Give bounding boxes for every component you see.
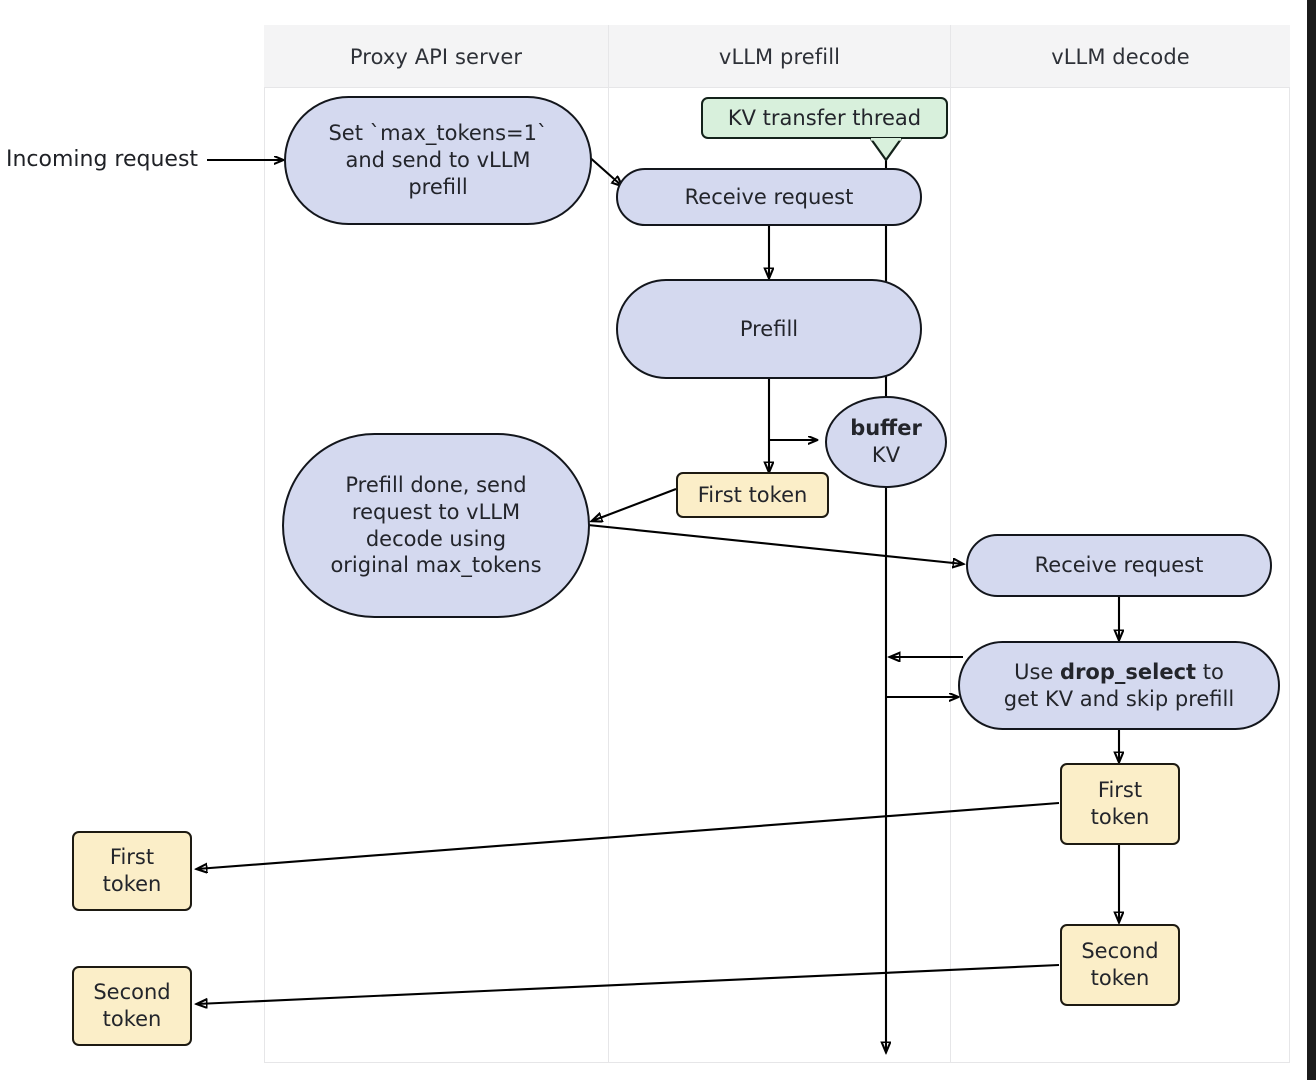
incoming-request-label: Incoming request xyxy=(6,147,199,172)
node-decode-first-token[interactable]: First token xyxy=(1060,763,1180,845)
node-buffer-kv-title: buffer xyxy=(850,416,922,441)
node-drop-select-line1: Use drop_select to xyxy=(1004,659,1234,686)
node-decode-receive-request[interactable]: Receive request xyxy=(966,534,1272,597)
node-buffer-kv-subtitle: KV xyxy=(871,443,901,467)
image-edge-strip xyxy=(1307,0,1316,1080)
node-drop-select-keyword: drop_select xyxy=(1060,659,1197,684)
node-decode-second-token-line1: Second xyxy=(1081,939,1159,964)
lane-header-decode: vLLM decode xyxy=(1051,45,1190,69)
node-prefill[interactable]: Prefill xyxy=(616,279,922,379)
node-kv-transfer-thread-label: KV transfer thread xyxy=(727,105,922,130)
lane-header-prefill: vLLM prefill xyxy=(718,45,841,69)
node-kv-transfer-thread[interactable]: KV transfer thread xyxy=(701,97,948,139)
node-prefill-done[interactable]: Prefill done, send request to vLLM decod… xyxy=(282,433,590,618)
node-output-first-token-line1: First xyxy=(109,845,155,870)
lane-header-proxy: Proxy API server xyxy=(349,45,523,69)
node-set-max-tokens-line1: Set `max_tokens=1` xyxy=(328,121,548,146)
node-buffer-kv[interactable]: buffer KV xyxy=(825,396,947,488)
node-decode-first-token-line2: token xyxy=(1090,805,1150,829)
node-drop-select-suffix: to xyxy=(1196,659,1224,684)
node-prefill-done-line1: Prefill done, send xyxy=(345,472,527,497)
node-set-max-tokens[interactable]: Set `max_tokens=1` and send to vLLM pref… xyxy=(284,96,592,225)
node-output-second-token-line1: Second xyxy=(93,980,171,1005)
node-set-max-tokens-line2: and send to vLLM xyxy=(345,148,531,173)
node-output-first-token[interactable]: First token xyxy=(72,831,192,911)
node-prefill-done-line2: request to vLLM xyxy=(351,499,521,524)
node-decode-second-token[interactable]: Second token xyxy=(1060,924,1180,1006)
node-prefill-receive-request-label: Receive request xyxy=(684,184,854,209)
node-decode-second-token-line2: token xyxy=(1090,966,1150,990)
node-decode-first-token-line1: First xyxy=(1097,778,1143,803)
node-set-max-tokens-line3: prefill xyxy=(408,174,468,199)
node-decode-receive-request-label: Receive request xyxy=(1034,553,1204,578)
node-drop-select-prefix: Use xyxy=(1014,659,1061,684)
node-prefill-first-token-label: First token xyxy=(697,482,808,507)
node-output-second-token-line2: token xyxy=(102,1007,162,1031)
node-drop-select[interactable]: Use drop_select to get KV and skip prefi… xyxy=(958,641,1280,730)
node-prefill-done-line4: original max_tokens xyxy=(330,553,542,578)
node-output-first-token-line2: token xyxy=(102,872,162,896)
swimlane-header-band xyxy=(264,25,1290,88)
node-prefill-receive-request[interactable]: Receive request xyxy=(616,168,922,226)
lane-divider-prefill-decode xyxy=(950,25,951,1063)
lane-divider-proxy-prefill xyxy=(608,25,609,1063)
node-prefill-first-token[interactable]: First token xyxy=(676,472,829,518)
node-drop-select-line2: get KV and skip prefill xyxy=(1003,686,1235,711)
node-prefill-done-line3: decode using xyxy=(365,526,507,551)
node-prefill-label: Prefill xyxy=(739,316,799,341)
node-output-second-token[interactable]: Second token xyxy=(72,966,192,1046)
